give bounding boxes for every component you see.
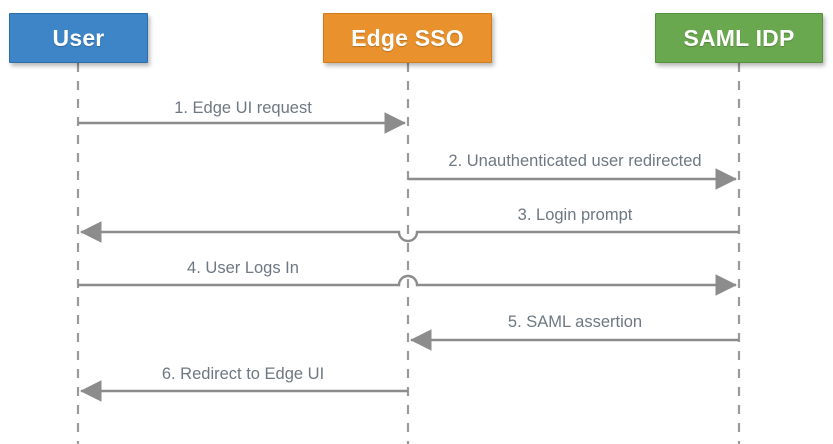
participant-label-edge-sso: Edge SSO xyxy=(351,24,464,51)
message-label-4: 4. User Logs In xyxy=(187,259,299,277)
message-label-5: 5. SAML assertion xyxy=(507,313,643,331)
message-label-2: 2. Unauthenticated user redirected xyxy=(448,152,702,170)
participant-label-user: User xyxy=(52,24,105,51)
participant-box-saml-idp[interactable]: SAML IDP xyxy=(655,13,823,63)
participant-box-user[interactable]: User xyxy=(9,13,148,63)
participant-box-edge-sso[interactable]: Edge SSO xyxy=(323,13,492,63)
message-label-6: 6. Redirect to Edge UI xyxy=(161,365,325,383)
participant-label-saml-idp: SAML IDP xyxy=(683,24,795,51)
message-arrow-3 xyxy=(79,221,739,243)
message-arrow-4 xyxy=(78,274,738,296)
lifelines-group xyxy=(76,63,741,444)
messages-group xyxy=(78,112,739,402)
message-label-3: 3. Login prompt xyxy=(517,206,633,224)
message-label-1: 1. Edge UI request xyxy=(174,99,312,117)
